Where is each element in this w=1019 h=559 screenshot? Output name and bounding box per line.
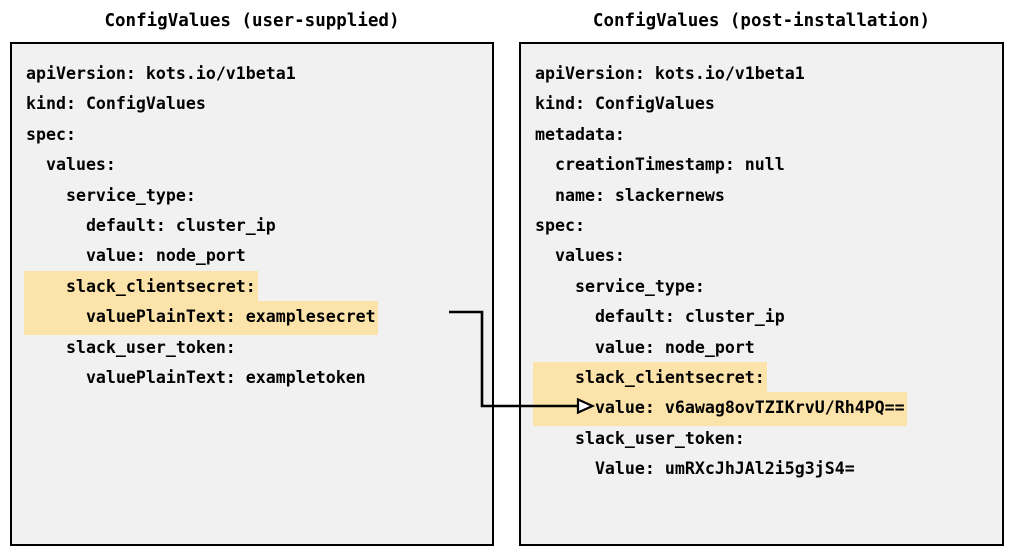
yaml-line-text: value: node_port xyxy=(26,246,246,266)
yaml-line-text: slack_user_token: xyxy=(26,337,236,357)
yaml-line: slack_user_token: xyxy=(12,332,492,362)
yaml-line: slack_clientsecret: xyxy=(12,270,492,305)
yaml-line: valuePlainText: exampletoken xyxy=(12,362,492,392)
yaml-line: spec: xyxy=(12,119,492,149)
config-values-post-installation-panel: apiVersion: kots.io/v1beta1 kind: ConfigV… xyxy=(519,42,1004,546)
yaml-line-text: metadata: xyxy=(535,124,625,144)
yaml-line: kind: ConfigValues xyxy=(12,88,492,118)
yaml-line: value: node_port xyxy=(521,332,1002,362)
yaml-line-text: spec: xyxy=(26,124,76,144)
yaml-line: values: xyxy=(12,149,492,179)
yaml-line: slack_clientsecret: xyxy=(521,361,1002,396)
yaml-line: value: v6awag8ovTZIKrvU/Rh4PQ== xyxy=(521,392,1002,426)
yaml-line-text: default: cluster_ip xyxy=(535,307,785,327)
yaml-line-text: values: xyxy=(26,155,116,175)
yaml-line-text: service_type: xyxy=(535,276,705,296)
yaml-line-text: slack_clientsecret: xyxy=(24,270,258,305)
yaml-line: spec: xyxy=(521,210,1002,240)
yaml-line: Value: umRXcJhJAl2i5g3jS4= xyxy=(521,453,1002,483)
yaml-line-text: creationTimestamp: null xyxy=(535,155,785,175)
yaml-line: name: slackernews xyxy=(521,180,1002,210)
yaml-line-text: apiVersion: kots.io/v1beta1 xyxy=(535,64,805,83)
yaml-line-text: apiVersion: kots.io/v1beta1 xyxy=(26,64,296,83)
yaml-line: apiVersion: kots.io/v1beta1 xyxy=(521,58,1002,88)
yaml-line: kind: ConfigValues xyxy=(521,88,1002,118)
yaml-line-text: spec: xyxy=(535,215,585,235)
panel-title-post-installation: ConfigValues (post-installation) xyxy=(592,11,931,31)
yaml-line-text: valuePlainText: exampletoken xyxy=(26,367,366,387)
yaml-line: apiVersion: kots.io/v1beta1 xyxy=(12,58,492,88)
yaml-line-text: service_type: xyxy=(26,185,196,205)
yaml-line: creationTimestamp: null xyxy=(521,149,1002,179)
config-values-user-supplied-panel: apiVersion: kots.io/v1beta1 kind: ConfigV… xyxy=(10,42,494,546)
yaml-line: service_type: xyxy=(521,271,1002,301)
yaml-line-text: kind: ConfigValues xyxy=(26,94,206,114)
yaml-code-block-post-installation: apiVersion: kots.io/v1beta1 kind: ConfigV… xyxy=(521,44,1002,544)
yaml-line-text: values: xyxy=(535,246,625,266)
yaml-code-block-user-supplied: apiVersion: kots.io/v1beta1 kind: ConfigV… xyxy=(12,44,492,544)
yaml-line: values: xyxy=(521,240,1002,270)
yaml-line: default: cluster_ip xyxy=(12,210,492,240)
yaml-line-text: value: node_port xyxy=(535,337,755,357)
yaml-line-text: default: cluster_ip xyxy=(26,215,276,235)
yaml-line-text: slack_clientsecret: xyxy=(533,361,767,396)
panel-title-user-supplied: ConfigValues (user-supplied) xyxy=(104,11,400,31)
yaml-line: service_type: xyxy=(12,180,492,210)
yaml-line-text: valuePlainText: examplesecret xyxy=(24,301,378,335)
yaml-line-text: slack_user_token: xyxy=(535,428,745,448)
yaml-line: slack_user_token: xyxy=(521,423,1002,453)
yaml-line-text: value: v6awag8ovTZIKrvU/Rh4PQ== xyxy=(533,392,907,426)
yaml-line: metadata: xyxy=(521,119,1002,149)
yaml-line-text: Value: umRXcJhJAl2i5g3jS4= xyxy=(535,459,855,479)
yaml-line: default: cluster_ip xyxy=(521,301,1002,331)
yaml-line: valuePlainText: examplesecret xyxy=(12,301,492,335)
yaml-line-text: kind: ConfigValues xyxy=(535,94,715,114)
yaml-line-text: name: slackernews xyxy=(535,185,725,205)
yaml-line: value: node_port xyxy=(12,240,492,270)
